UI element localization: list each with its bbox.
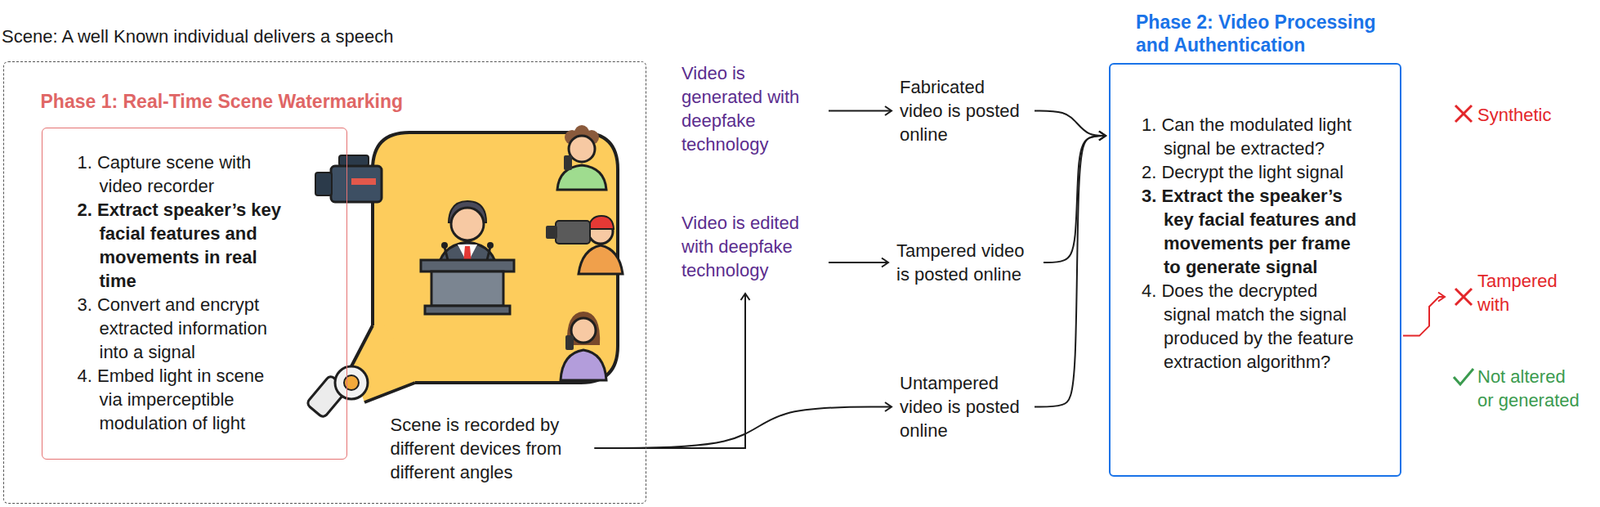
label-text: Video is generated with deepfake technol… <box>681 61 821 157</box>
outcome-label: Synthetic <box>1448 102 1572 127</box>
camera-body <box>330 165 382 202</box>
cameraman-cap <box>588 215 614 229</box>
cross-icon <box>1455 288 1472 305</box>
phone <box>563 155 573 170</box>
phase-box: Phase 2: Video Processing and Authentica… <box>1108 62 1402 477</box>
phone <box>565 335 574 350</box>
label-text: Tampered video is posted online <box>896 238 1036 287</box>
outcome-label: Not altered or generated <box>1448 364 1583 412</box>
text-node: Video is generated with deepfake technol… <box>681 61 821 157</box>
person-head <box>568 135 595 162</box>
connector-arrow <box>1034 111 1106 137</box>
label-text: Not altered or generated <box>1477 364 1583 412</box>
podium-top <box>420 259 514 272</box>
step-text: 1. Capture scene with video recorder <box>77 150 289 198</box>
scene-frame: Scene: A well Known individual delivers … <box>3 61 647 504</box>
outcome-label: Tampered with <box>1448 268 1572 317</box>
podium-body <box>431 271 504 306</box>
cross-icon <box>1455 105 1472 122</box>
text-node: Video is edited with deepfake technology <box>681 210 821 282</box>
beam-edge <box>364 382 416 403</box>
microphone <box>487 246 491 260</box>
connector-arrow <box>828 110 892 112</box>
text-node: Tampered video is posted online <box>896 238 1036 287</box>
cross-icon <box>1455 105 1472 122</box>
phase-box: Phase 1: Real-Time Scene Watermarking1. … <box>41 127 348 460</box>
person-head <box>571 317 596 343</box>
connector-arrow <box>594 406 893 449</box>
label-text: Untampered video is posted online <box>899 370 1027 443</box>
label-text: Video is edited with deepfake technology <box>681 210 821 282</box>
step-text: 3. Extract the speaker’s key facial feat… <box>1141 183 1359 279</box>
label-text: Tampered with <box>1477 268 1572 317</box>
camera-stripe <box>351 178 376 185</box>
cameraman-body <box>578 245 623 274</box>
connector-arrow <box>828 261 889 264</box>
heading-text: Phase 1: Real-Time Scene Watermarking <box>40 89 404 114</box>
connector-arrow <box>1034 135 1106 407</box>
spotlight-frame <box>372 132 618 383</box>
podium-base <box>424 305 510 314</box>
step-text: 4. Embed light in scene via imperceptibl… <box>77 363 289 435</box>
text-node: Fabricated video is posted online <box>899 75 1027 147</box>
step-text: 2. Decrypt the light signal <box>1141 160 1359 184</box>
step-text: 3. Convert and encrypt extracted informa… <box>77 292 289 364</box>
step-text: 1. Can the modulated light signal be ext… <box>1141 112 1359 161</box>
beam-edge <box>351 325 373 367</box>
cross-icon <box>1455 288 1472 305</box>
lamp-head <box>335 366 368 399</box>
connector-arrow <box>594 293 747 448</box>
step-text: 2. Extract speaker’s key facial features… <box>77 197 289 293</box>
text-node: Untampered video is posted online <box>899 370 1027 443</box>
camera-handle <box>339 155 369 166</box>
camera-lens <box>315 172 332 196</box>
heading-text: Phase 2: Video Processing and Authentica… <box>1135 10 1394 57</box>
microphone <box>444 246 448 260</box>
connector-arrow <box>1043 135 1106 263</box>
check-icon <box>1453 368 1474 385</box>
speaker-head <box>451 207 484 241</box>
person-body <box>560 349 607 380</box>
microphone-head <box>441 241 448 249</box>
connector-arrow <box>1403 296 1445 336</box>
microphone-head <box>487 241 494 249</box>
label-text: Scene is recorded by different devices f… <box>390 412 587 484</box>
step-text: 4. Does the decrypted signal match the s… <box>1141 278 1359 374</box>
label-text: Fabricated video is posted online <box>899 75 1027 147</box>
video-camera-lens <box>545 225 558 239</box>
text-node: Scene is recorded by different devices f… <box>390 412 587 484</box>
heading-text: Scene: A well Known individual delivers … <box>1 24 394 49</box>
label-text: Synthetic <box>1477 102 1572 127</box>
video-camera-body <box>555 220 590 244</box>
